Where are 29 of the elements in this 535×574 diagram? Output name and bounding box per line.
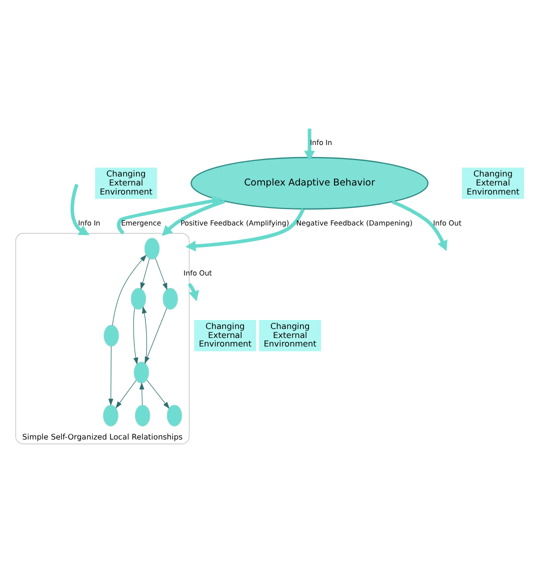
arrow [185, 208, 305, 251]
node-circle [103, 404, 118, 426]
label: Changing External Environment [264, 320, 316, 348]
node-circle [130, 287, 146, 310]
label: Changing External Environment [198, 320, 252, 348]
node-circle [104, 324, 119, 346]
arrow [304, 128, 315, 161]
arrow [116, 195, 222, 234]
arrow [142, 306, 148, 364]
node-ellipse: Complex Adaptive Behavior [190, 156, 428, 210]
arrow [108, 346, 114, 406]
label: Changing External Environment [100, 168, 152, 196]
arrow [392, 200, 448, 251]
arrow [162, 199, 226, 236]
arrow [139, 382, 144, 405]
arrow [155, 257, 168, 290]
arrow [146, 379, 170, 408]
node-circle [162, 287, 178, 310]
node-circle [144, 237, 160, 260]
arrow [70, 183, 90, 235]
arrow [188, 282, 200, 301]
arrow [116, 379, 136, 408]
label: Changing External Environment [466, 168, 520, 196]
arrow [133, 307, 138, 364]
node-circle [134, 404, 150, 426]
node-circle [134, 361, 150, 383]
arrow [140, 258, 150, 290]
node-circle [166, 404, 182, 426]
arrow [112, 254, 147, 325]
